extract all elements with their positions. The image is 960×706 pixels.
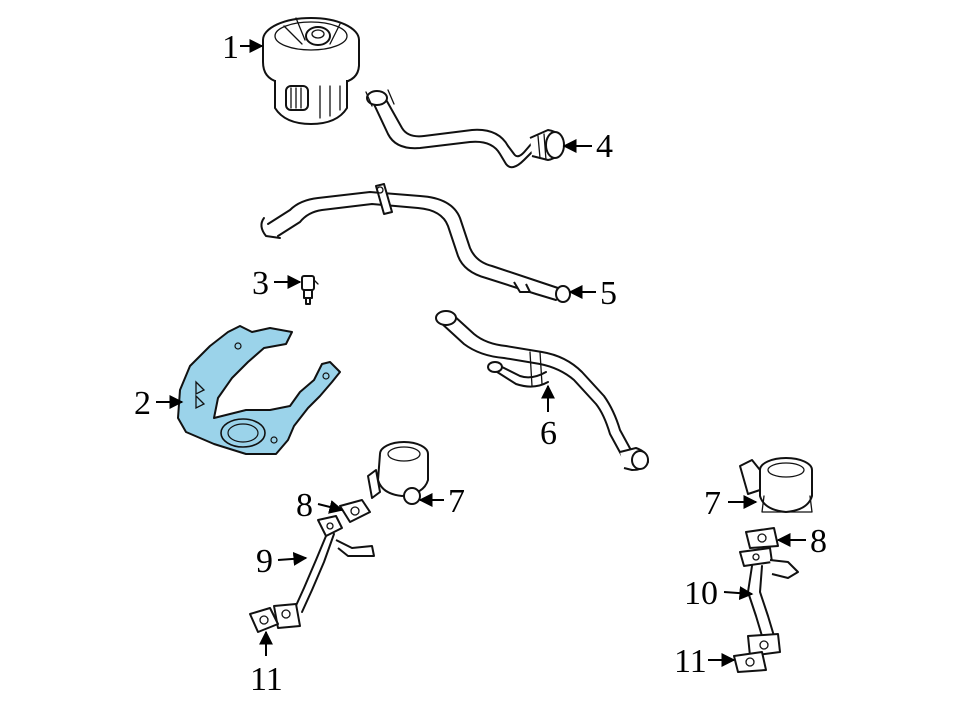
part-3-sensor[interactable] — [301, 275, 319, 305]
callout-8-left: 8 — [296, 487, 313, 524]
part-7-valve-right[interactable] — [739, 457, 813, 513]
callout-1: 1 — [222, 29, 239, 66]
callout-11-left: 11 — [250, 661, 283, 698]
part-2-bracket[interactable] — [177, 325, 341, 455]
callout-4: 4 — [596, 128, 613, 165]
leader-9 — [277, 551, 308, 566]
leader-8-left — [317, 500, 344, 514]
part-4-hose[interactable] — [365, 89, 565, 169]
part-11-gasket-left[interactable] — [249, 607, 279, 633]
callout-7-left: 7 — [448, 483, 465, 520]
part-5-pipe[interactable] — [260, 183, 571, 303]
callout-11-right: 11 — [674, 643, 707, 680]
callout-7-right: 7 — [704, 485, 721, 522]
part-9-pipe[interactable] — [273, 515, 375, 629]
part-10-pipe[interactable] — [739, 547, 799, 657]
part-11-gasket-right[interactable] — [733, 651, 767, 673]
callout-2: 2 — [134, 385, 151, 422]
callout-5: 5 — [600, 275, 617, 312]
callout-3: 3 — [252, 265, 269, 302]
callout-10: 10 — [684, 575, 718, 612]
callout-8-right: 8 — [810, 523, 827, 560]
leader-10 — [723, 586, 754, 601]
part-6-hose[interactable] — [435, 310, 649, 471]
part-8-gasket-right[interactable] — [745, 527, 779, 549]
part-1-air-pump[interactable] — [262, 17, 361, 125]
part-8-gasket-left[interactable] — [339, 499, 371, 523]
callout-9: 9 — [256, 543, 273, 580]
callout-6: 6 — [540, 415, 557, 452]
part-7-valve-left[interactable] — [367, 441, 429, 505]
